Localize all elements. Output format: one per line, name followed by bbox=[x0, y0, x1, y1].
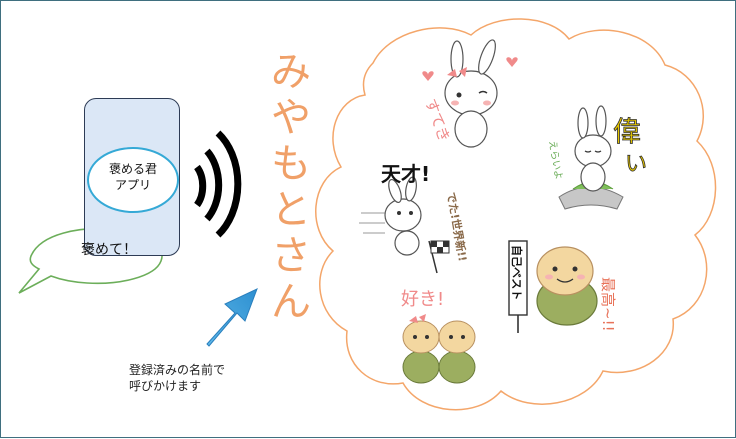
called-name-char-3: も bbox=[271, 141, 311, 187]
tensai-text: 天才! bbox=[381, 162, 430, 186]
bunny-tensai-sticker bbox=[359, 176, 450, 274]
app-label: 褒める君 アプリ bbox=[87, 161, 179, 193]
note-line2: 呼びかけます bbox=[129, 379, 202, 393]
saikou-text: 最高~!! bbox=[599, 277, 617, 332]
app-icon-oval bbox=[87, 147, 179, 213]
app-label-line2: アプリ bbox=[114, 178, 151, 192]
speech-bubble-text: 褒めて！ bbox=[81, 242, 137, 258]
called-name: み や も と さ ん bbox=[259, 49, 323, 325]
called-name-char-5: さ bbox=[271, 233, 311, 279]
bunny-erai-sticker bbox=[558, 105, 624, 210]
suki-text: 好き! bbox=[401, 289, 444, 310]
note-line1: 登録済みの名前で bbox=[129, 363, 226, 377]
turtle-best-sticker bbox=[508, 240, 598, 333]
called-name-char-1: み bbox=[271, 49, 311, 95]
thought-cloud bbox=[315, 18, 717, 411]
called-name-char-6: ん bbox=[271, 279, 311, 325]
arrow-icon bbox=[206, 288, 258, 347]
app-label-line1: 褒める君 bbox=[108, 162, 157, 176]
bunny-suteki-sticker bbox=[422, 39, 518, 148]
turtles-suki-sticker bbox=[402, 314, 476, 384]
called-name-char-2: や bbox=[271, 95, 311, 141]
erai-text-2: い bbox=[625, 152, 647, 177]
checkered-flag-icon bbox=[428, 240, 450, 274]
note-text: 登録済みの名前で 呼びかけます bbox=[129, 362, 289, 394]
signal-waves-icon bbox=[194, 130, 242, 238]
jiko-best-text: 自己ベスト bbox=[510, 245, 524, 300]
called-name-char-4: と bbox=[271, 187, 311, 233]
erai-text-1: 偉 bbox=[613, 115, 641, 148]
